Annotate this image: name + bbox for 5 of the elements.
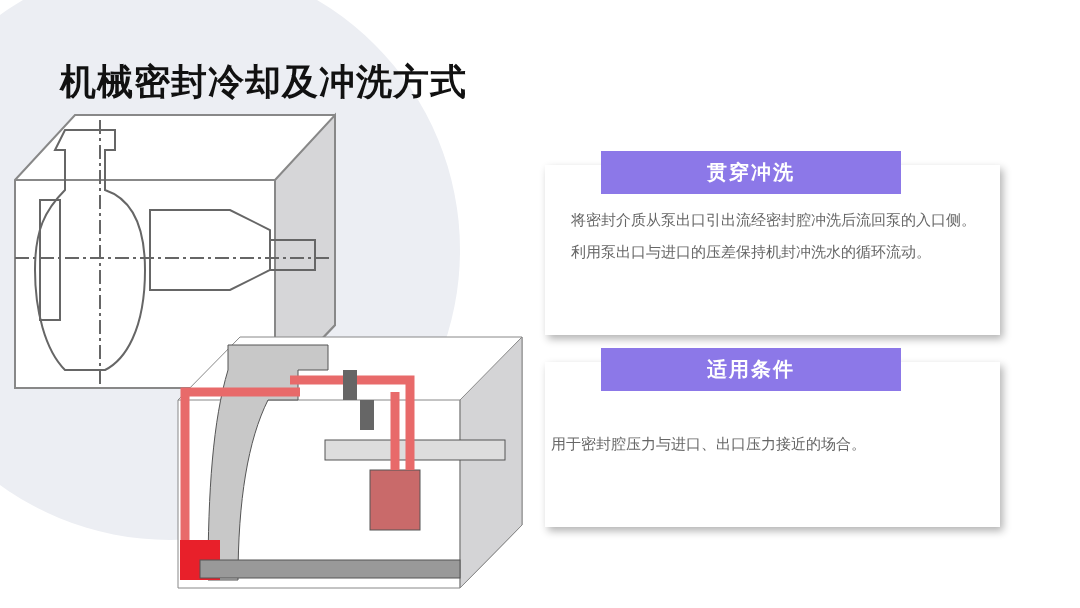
card-heading: 贯穿冲洗 [601,151,901,194]
card-text: 将密封介质从泵出口引出流经密封腔冲洗后流回泵的入口侧。利用泵出口与进口的压差保持机封冲洗水的循环流动。 [571,210,977,263]
card-text: 用于密封腔压力与进口、出口压力接近的场合。 [551,434,867,455]
title: 机械密封冷却及冲洗方式 [60,60,467,104]
card-heading: 适用条件 [601,348,901,391]
